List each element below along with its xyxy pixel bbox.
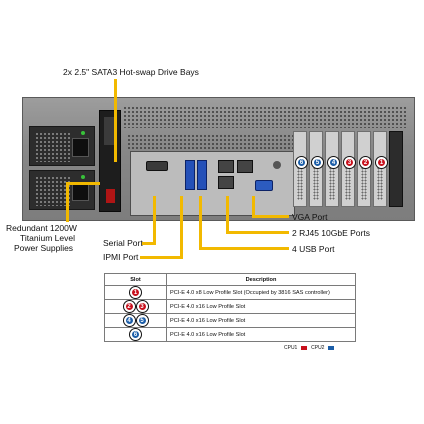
- drive-latch: [104, 117, 116, 145]
- usb-port-stack: [197, 160, 207, 190]
- rj45-port-leader: [226, 231, 289, 234]
- power-supplies-label-line3: Power Supplies: [14, 243, 74, 253]
- slot-marker-5: 5: [312, 157, 323, 168]
- cpu2-swatch: [327, 345, 334, 350]
- slot-marker-3: 3: [344, 157, 355, 168]
- table-row: 1 PCI-E 4.0 x8 Low Profile Slot (Occupie…: [104, 285, 356, 300]
- psu-led: [81, 175, 85, 179]
- description-cell: PCI-E 4.0 x16 Low Profile Slot: [166, 299, 356, 314]
- power-supplies-label-line2: Titanium Level: [20, 233, 75, 243]
- psu-fan-grill: [35, 176, 71, 206]
- sas-controller-bracket: [389, 131, 403, 207]
- cpu1-swatch: [300, 345, 307, 350]
- table-row: 4 5 PCI-E 4.0 x16 Low Profile Slot: [104, 313, 356, 328]
- cpu2-legend-label: CPU2: [311, 345, 325, 351]
- table-header-row: Slot Description: [104, 273, 356, 286]
- vga-port-leader: [252, 215, 289, 218]
- drive-release-tab: [106, 189, 115, 203]
- power-supplies-label-line1: Redundant 1200W: [6, 223, 77, 233]
- slot-5-icon: 5: [136, 315, 148, 326]
- pcie-slot-bracket: [373, 131, 387, 207]
- table-row: 2 3 PCI-E 4.0 x16 Low Profile Slot: [104, 299, 356, 314]
- top-vent: [123, 106, 408, 128]
- ipmi-port-label: IPMI Port: [103, 252, 139, 262]
- serial-port-connector: [146, 161, 168, 171]
- cpu1-legend-label: CPU1: [284, 345, 298, 351]
- slot-4-icon: 4: [123, 315, 135, 326]
- usb-port-stack: [185, 160, 195, 190]
- usb-port-leader: [199, 196, 202, 249]
- header-slot: Slot: [104, 273, 167, 286]
- slot-cell: 2 3: [104, 299, 167, 314]
- description-cell: PCI-E 4.0 x8 Low Profile Slot (Occupied …: [166, 285, 356, 300]
- pcie-slot-bracket: [357, 131, 371, 207]
- drive-bays-leader: [114, 79, 117, 162]
- ipmi-port: [237, 160, 253, 173]
- slot-marker-6: 6: [296, 157, 307, 168]
- description-cell: PCI-E 4.0 x16 Low Profile Slot: [166, 327, 356, 342]
- description-cell: PCI-E 4.0 x16 Low Profile Slot: [166, 313, 356, 328]
- slot-cell: 6: [104, 327, 167, 342]
- power-supplies-leader: [66, 182, 69, 222]
- slot-marker-4: 4: [328, 157, 339, 168]
- ipmi-port-leader: [180, 196, 183, 258]
- rj45-port: [218, 160, 234, 173]
- pcie-slot-bracket: [309, 131, 323, 207]
- usb-port-leader: [199, 247, 289, 250]
- drive-bays-label: 2x 2.5" SATA3 Hot-swap Drive Bays: [63, 67, 199, 77]
- slot-2-icon: 2: [123, 301, 135, 312]
- drive-bay-1: [99, 110, 121, 212]
- power-supplies-leader: [66, 182, 100, 185]
- slot-marker-1: 1: [376, 157, 387, 168]
- slot-1-icon: 1: [130, 287, 141, 298]
- slot-cell: 1: [104, 285, 167, 300]
- usb-port-label: 4 USB Port: [292, 244, 335, 254]
- slot-cell: 4 5: [104, 313, 167, 328]
- rj45-port-leader: [226, 196, 229, 233]
- vga-port-connector: [255, 180, 273, 191]
- power-plug-icon: [72, 138, 89, 157]
- serial-port-leader: [153, 196, 156, 244]
- pcie-slot-bracket: [293, 131, 307, 207]
- rj45-port-label: 2 RJ45 10GbE Ports: [292, 228, 370, 238]
- vga-port-label: VGA Port: [292, 212, 328, 222]
- cpu-legend: CPU1 CPU2: [284, 345, 334, 351]
- pcie-slot-table: Slot Description 1 PCI-E 4.0 x8 Low Prof…: [104, 273, 356, 342]
- slot-6-icon: 6: [130, 329, 141, 340]
- serial-port-leader: [142, 242, 156, 245]
- psu-led: [81, 131, 85, 135]
- pcie-slot-bracket: [341, 131, 355, 207]
- psu-fan-grill: [35, 132, 71, 162]
- header-description: Description: [166, 273, 356, 286]
- rj45-port: [218, 176, 234, 189]
- side-vent: [127, 134, 293, 149]
- slot-marker-2: 2: [360, 157, 371, 168]
- pcie-slot-bracket: [325, 131, 339, 207]
- serial-port-label: Serial Port: [103, 238, 143, 248]
- power-supply-2: [29, 170, 95, 210]
- server-rear-view: 6 5 4 3 2 1: [22, 97, 415, 221]
- uid-button: [273, 161, 281, 169]
- power-supply-1: [29, 126, 95, 166]
- vga-port-leader: [252, 196, 255, 217]
- ipmi-port-leader: [140, 256, 183, 259]
- slot-3-icon: 3: [136, 301, 148, 312]
- table-row: 6 PCI-E 4.0 x16 Low Profile Slot: [104, 327, 356, 342]
